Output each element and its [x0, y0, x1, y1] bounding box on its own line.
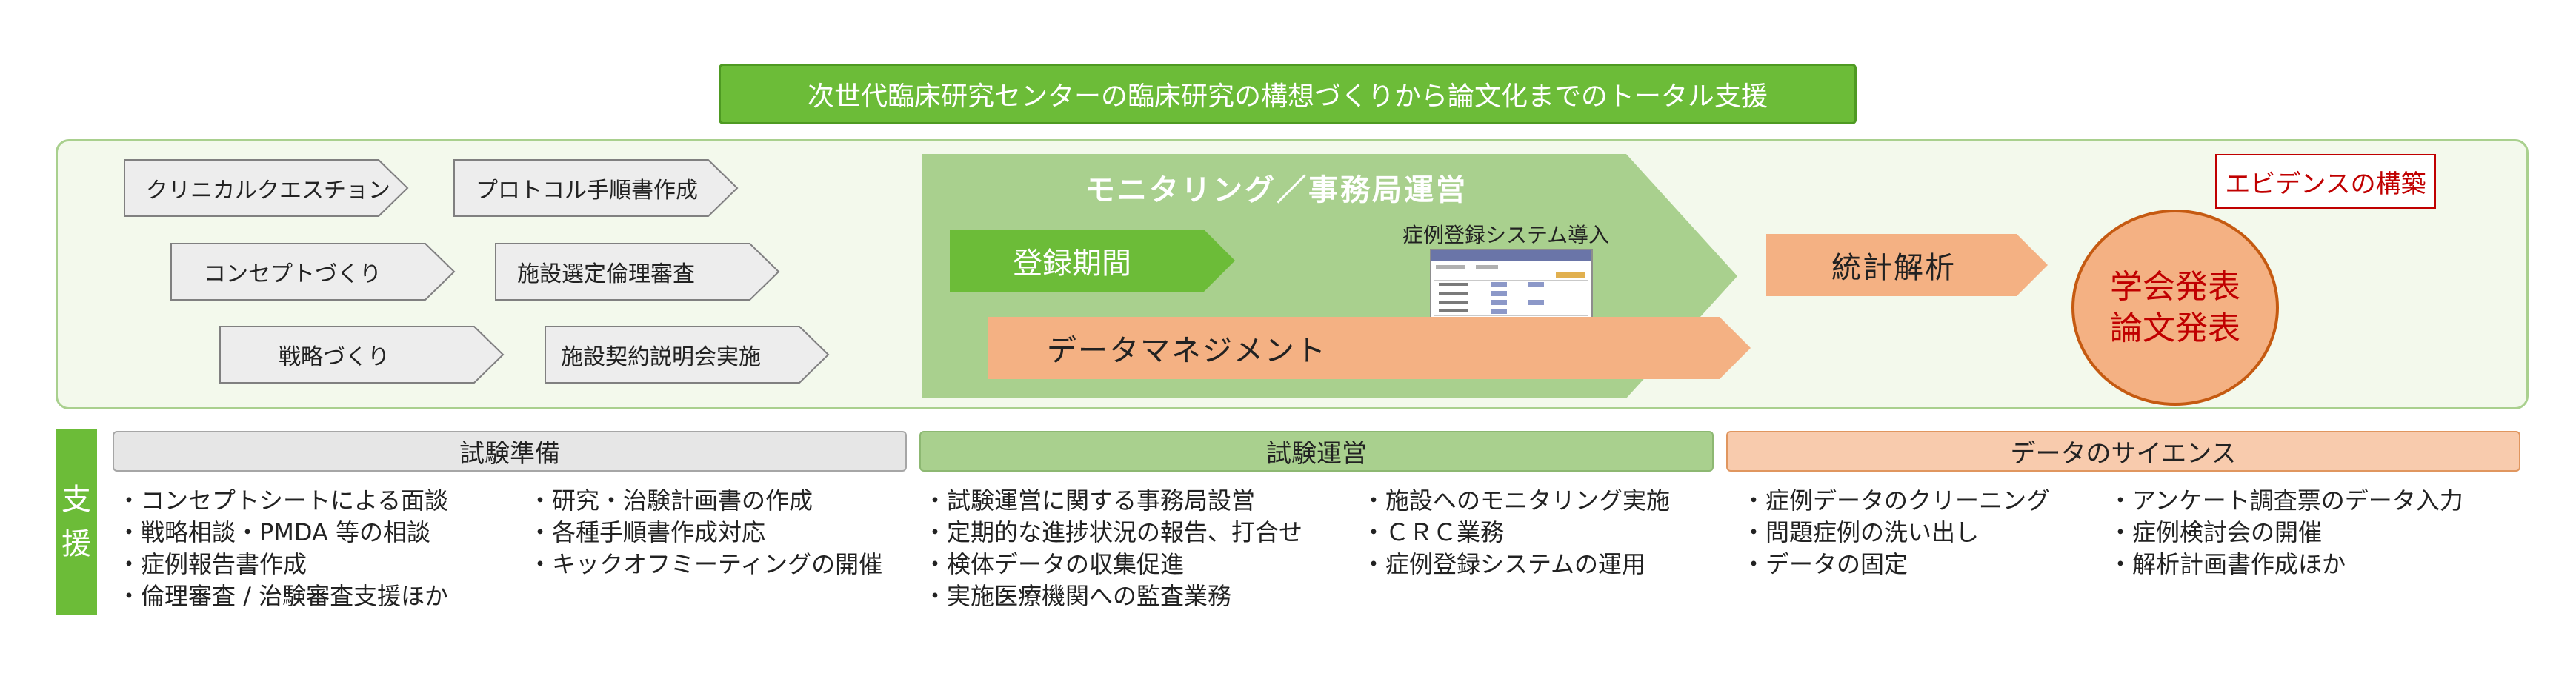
statistical-analysis-label: 統計解析	[1831, 251, 1956, 285]
list-item: ・倫理審査 / 治験審査支援ほか	[117, 582, 449, 610]
step-concept: コンセプトづくり	[170, 243, 456, 301]
sci-list-left: ・症例データのクリーニング ・問題症例の洗い出し ・データの固定	[1742, 485, 2050, 580]
step-clinical-question: クリニカルクエスチョン	[124, 159, 409, 217]
list-item: ・施設へのモニタリング実施	[1362, 486, 1671, 515]
prep-list-left: ・コンセプトシートによる面談 ・戦略相談・PMDA 等の相談 ・症例報告書作成 …	[117, 485, 448, 612]
conference-presentation: 学会発表	[2110, 267, 2240, 306]
top-banner: 次世代臨床研究センターの臨床研究の構想づくりから論文化までのトータル支援	[719, 64, 1857, 124]
list-item: ・症例報告書作成	[117, 550, 307, 578]
header-trial-preparation: 試験準備	[113, 431, 907, 472]
list-item: ・解析計画書作成ほか	[2109, 550, 2346, 578]
list-item: ・検体データの収集促進	[923, 550, 1185, 578]
step-strategy: 戦略づくり	[219, 326, 505, 384]
list-item: ・戦略相談・PMDA 等の相談	[117, 518, 431, 546]
support-label: 支 援	[56, 429, 97, 615]
prep-list-right: ・研究・治験計画書の作成 ・各種手順書作成対応 ・キックオフミーティングの開催	[528, 485, 882, 580]
registration-period-label: 登録期間	[1013, 247, 1131, 281]
step-site-contract: 施設契約説明会実施	[545, 326, 830, 384]
list-item: ・定期的な進捗状況の報告、打合せ	[923, 518, 1303, 546]
presentation-circle: 学会発表 論文発表	[2071, 210, 2279, 406]
statistical-analysis-arrow: 統計解析	[1766, 234, 2048, 296]
banner-title: 次世代臨床研究センターの臨床研究の構想づくりから論文化までのトータル支援	[807, 81, 1768, 112]
ops-list-right: ・施設へのモニタリング実施 ・ＣＲＣ業務 ・症例登録システムの運用	[1362, 485, 1670, 580]
list-item: ・試験運営に関する事務局設営	[923, 486, 1256, 515]
sci-list-right: ・アンケート調査票のデータ入力 ・症例検討会の開催 ・解析計画書作成ほか	[2109, 485, 2463, 580]
header-trial-operation: 試験運営	[919, 431, 1714, 472]
data-management-arrow: データマネジメント	[988, 317, 1751, 379]
list-item: ・キックオフミーティングの開催	[528, 550, 883, 578]
list-item: ・各種手順書作成対応	[528, 518, 766, 546]
paper-publication: 論文発表	[2110, 309, 2240, 347]
evidence-building-box: エビデンスの構築	[2215, 154, 2436, 209]
list-item: ・症例登録システムの運用	[1362, 550, 1646, 578]
list-item: ・問題症例の洗い出し	[1742, 518, 1980, 546]
list-item: ・ＣＲＣ業務	[1362, 518, 1505, 546]
list-item: ・症例検討会の開催	[2109, 518, 2323, 546]
list-item: ・コンセプトシートによる面談	[117, 486, 449, 515]
list-item: ・実施医療機関への監査業務	[923, 582, 1232, 610]
list-item: ・アンケート調査票のデータ入力	[2109, 486, 2463, 515]
data-management-label: データマネジメント	[1047, 334, 1327, 368]
step-protocol: プロトコル手順書作成	[453, 159, 739, 217]
list-item: ・データの固定	[1742, 550, 1908, 578]
registration-period-arrow: 登録期間	[950, 230, 1235, 292]
case-registration-system-label: 症例登録システム導入	[1402, 223, 1610, 247]
header-data-science: データのサイエンス	[1726, 431, 2520, 472]
list-item: ・研究・治験計画書の作成	[528, 486, 813, 515]
monitoring-title: モニタリング／事務局運営	[1085, 173, 1468, 207]
step-site-selection: 施設選定倫理審査	[495, 243, 780, 301]
ops-list-left: ・試験運営に関する事務局設営 ・定期的な進捗状況の報告、打合せ ・検体データの収…	[923, 485, 1302, 612]
list-item: ・症例データのクリーニング	[1742, 486, 2051, 515]
